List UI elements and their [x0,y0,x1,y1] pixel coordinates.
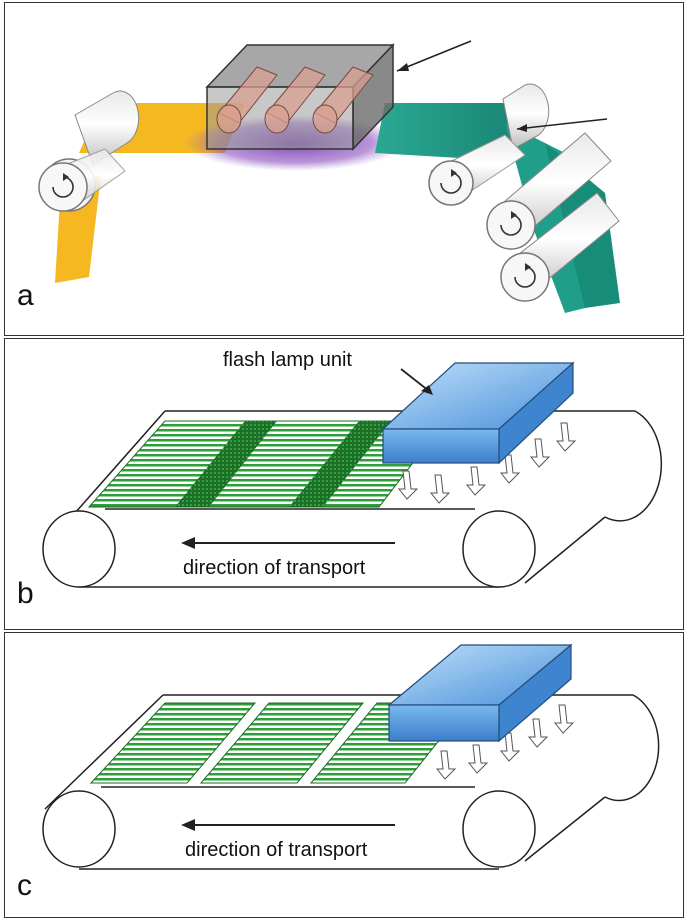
flash-lamp-unit-c [387,643,573,743]
tile-2 [199,702,365,784]
panel-label-b: b [17,577,34,610]
transport-label-c: direction of transport [185,839,368,861]
conveyor-diagram-b [42,361,663,588]
tile-1 [89,702,257,784]
panel-label-c: c [17,869,32,902]
panel-b: flash lamp unit direction of transport b [4,338,684,630]
transport-label: direction of transport [183,557,366,579]
roll-to-roll-diagram [38,40,620,313]
lamp-label: flash lamp unit [223,349,352,371]
right-drum [462,510,536,588]
panel-a: a [4,2,684,336]
right-roller-top [502,83,550,150]
pointer-line-web [516,118,608,130]
panel-c: direction of transport c [4,632,684,918]
lamp-housing [205,43,395,151]
lamp-pointer [400,368,430,392]
flash-arrows-c [435,704,575,780]
sintered-band-1 [175,421,277,507]
pointer-line-lamp [396,40,472,72]
flash-lamp-unit [381,361,575,465]
flash-arrows [397,422,577,504]
panel-label-a: a [17,279,34,312]
conveyor-belt-c [44,694,660,870]
left-drum [42,510,116,588]
conveyor-diagram-c [42,643,660,870]
sintered-band-2 [289,421,391,507]
